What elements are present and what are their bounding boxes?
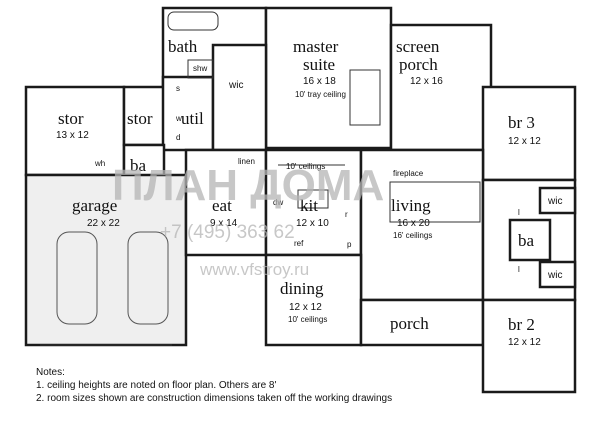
label-ref: ref [294, 239, 304, 248]
car-left [56, 231, 98, 325]
label-dw: dw [273, 198, 283, 207]
ba-right-room [508, 218, 552, 262]
label-living-note: 16' ceilings [393, 231, 432, 240]
island [297, 189, 329, 209]
label-br2: br 2 [508, 315, 535, 334]
label-living-size: 16 x 20 [397, 218, 430, 229]
label-dining: dining [280, 279, 324, 298]
watermark-logo: ПЛАН ДОМА [112, 161, 384, 210]
label-ba-right: ba [518, 231, 535, 250]
wic-top-closet [538, 186, 577, 215]
label-br2-size: 12 x 12 [508, 337, 541, 348]
label-bath: bath [168, 37, 198, 56]
label-l-2: l [518, 265, 520, 274]
watermark-url: www.vfstroy.ru [199, 260, 309, 279]
label-master-2: suite [303, 55, 335, 74]
label-wic-2: wic [547, 196, 562, 207]
wic-closet [211, 43, 268, 152]
label-stor-small: stor [127, 109, 153, 128]
car-right [127, 231, 169, 325]
label-kit: kit [300, 196, 318, 215]
watermark-phone: +7 (495) 363 62 [160, 222, 295, 243]
label-br3: br 3 [508, 113, 535, 132]
label-eat-size: 9 x 14 [210, 218, 238, 229]
label-stor: stor [58, 109, 84, 128]
label-stor-size: 13 x 12 [56, 130, 89, 141]
label-living: living [391, 196, 431, 215]
living-room [359, 148, 485, 302]
label-ba-small: ba [130, 156, 147, 175]
label-dining-size: 12 x 12 [289, 302, 322, 313]
label-porch: porch [390, 314, 429, 333]
label-master-size: 16 x 18 [303, 76, 336, 87]
label-linen: linen [238, 157, 255, 166]
label-kit-size: 12 x 10 [296, 218, 329, 229]
dining-room [264, 253, 363, 347]
label-s: s [176, 84, 180, 93]
label-fireplace: fireplace [393, 169, 424, 178]
label-wic-1: wic [228, 80, 243, 91]
label-l-1: l [518, 208, 520, 217]
label-r: r [345, 210, 348, 219]
label-screen-2: porch [399, 55, 438, 74]
label-master-1: master [293, 37, 339, 56]
label-br3-size: 12 x 12 [508, 136, 541, 147]
bath-tub [167, 11, 219, 31]
shw-area [187, 59, 214, 79]
label-screen-1: screen [396, 37, 440, 56]
label-wh: wh [94, 159, 105, 168]
notes-line-1: 1. ceiling heights are noted on floor pl… [36, 380, 277, 391]
label-10-ceilings-top: 10' ceilings [286, 162, 325, 171]
label-wic-3: wic [547, 270, 562, 281]
br3-room [481, 85, 577, 182]
notes-block: Notes: 1. ceiling heights are noted on f… [36, 366, 392, 405]
fireplace-box [389, 181, 481, 223]
label-garage-size: 22 x 22 [87, 218, 120, 229]
label-shw: shw [193, 64, 207, 73]
notes-title: Notes: [36, 367, 65, 378]
label-master-note: 10' tray ceiling [295, 90, 346, 99]
porch-room [359, 298, 485, 347]
label-p: p [347, 240, 352, 249]
util-room [161, 75, 215, 152]
label-garage: garage [72, 196, 117, 215]
label-eat: eat [212, 196, 232, 215]
label-util: util [181, 109, 204, 128]
garage-room [24, 173, 188, 347]
wic-bottom-closet [538, 260, 577, 289]
br2-room [481, 298, 577, 394]
label-dining-note: 10' ceilings [288, 315, 327, 324]
label-screen-size: 12 x 16 [410, 76, 443, 87]
label-w: w [175, 114, 182, 123]
label-d: d [176, 133, 180, 142]
master-bed [349, 69, 381, 126]
notes-line-2: 2. room sizes shown are construction dim… [36, 393, 393, 404]
kit-room [264, 148, 363, 257]
